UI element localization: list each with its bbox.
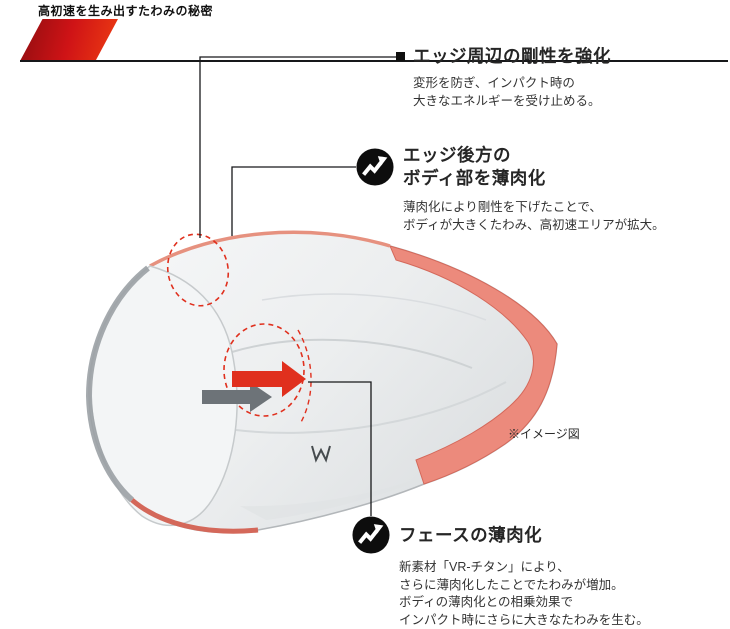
desc-line: 新素材「VR-チタン」により、 <box>399 560 570 574</box>
connector-body-thinning <box>231 166 356 236</box>
annotation-title-line: エッジ後方の <box>403 145 511 165</box>
connector-lines <box>199 56 396 516</box>
dashed-highlight-edge <box>166 233 230 307</box>
crown-reflection-line <box>261 293 487 321</box>
annotation-desc: 新素材「VR-チタン」により、 さらに薄肉化したことでたわみが増加。 ボディの薄… <box>399 559 649 629</box>
desc-line: 大きなエネルギーを受け止める。 <box>413 94 601 108</box>
connector-face-thinning <box>308 381 372 516</box>
crown-line <box>231 338 473 369</box>
connector-edge-rigidity <box>199 56 396 238</box>
desc-line: 変形を防ぎ、インパクト時の <box>413 76 575 90</box>
annotation-title: エッジ周辺の剛性を強化 <box>413 46 611 66</box>
image-note: ※イメージ図 <box>508 427 580 441</box>
dashed-deflection-arc <box>297 329 312 425</box>
desc-line: ボディの薄肉化との相乗効果で <box>399 595 574 609</box>
leading-edge-red-line <box>130 498 259 534</box>
annotation-desc: 変形を防ぎ、インパクト時の 大きなエネルギーを受け止める。 <box>413 74 611 110</box>
square-bullet-icon <box>396 52 405 61</box>
header-rule <box>20 60 728 62</box>
page-title: 高初速を生み出すたわみの秘密 <box>38 4 214 18</box>
thinned-body-red-zone <box>389 245 558 485</box>
annotation-title-line: ボディ部を薄肉化 <box>403 168 546 188</box>
sole-mark <box>311 445 331 463</box>
desc-line: ボディが大きくたわみ、高初速エリアが拡大。 <box>403 218 665 232</box>
annotation-body-thinning: エッジ後方の ボディ部を薄肉化 薄肉化により剛性を下げたことで、 ボディが大きく… <box>356 144 665 234</box>
crown-line-2 <box>235 381 507 434</box>
sole-shadow <box>240 468 446 520</box>
annotation-face-thinning: フェースの薄肉化 新素材「VR-チタン」により、 さらに薄肉化したことでたわみが… <box>352 516 649 629</box>
face-deflection-red-arrow <box>232 361 306 397</box>
face-left-rim <box>85 265 150 503</box>
deflection-arrow-icon <box>352 516 390 554</box>
highlights <box>166 233 312 425</box>
desc-line: インパクト時にさらに大きなたわみを生む。 <box>399 612 649 627</box>
dashed-highlight-face <box>223 323 305 417</box>
desc-line: 薄肉化により剛性を下げたことで、 <box>403 200 602 214</box>
desc-line: さらに薄肉化したことでたわみが増加。 <box>399 577 624 592</box>
crown-edge-red-line <box>149 230 391 268</box>
deflection-arrow-icon <box>356 148 394 186</box>
annotation-edge-rigidity: エッジ周辺の剛性を強化 変形を防ぎ、インパクト時の 大きなエネルギーを受け止める… <box>396 45 611 110</box>
body-deflection-gray-arrow <box>202 382 272 412</box>
annotation-desc: 薄肉化により剛性を下げたことで、 ボディが大きくたわみ、高初速エリアが拡大。 <box>403 198 665 234</box>
annotation-title: フェースの薄肉化 <box>399 524 543 545</box>
